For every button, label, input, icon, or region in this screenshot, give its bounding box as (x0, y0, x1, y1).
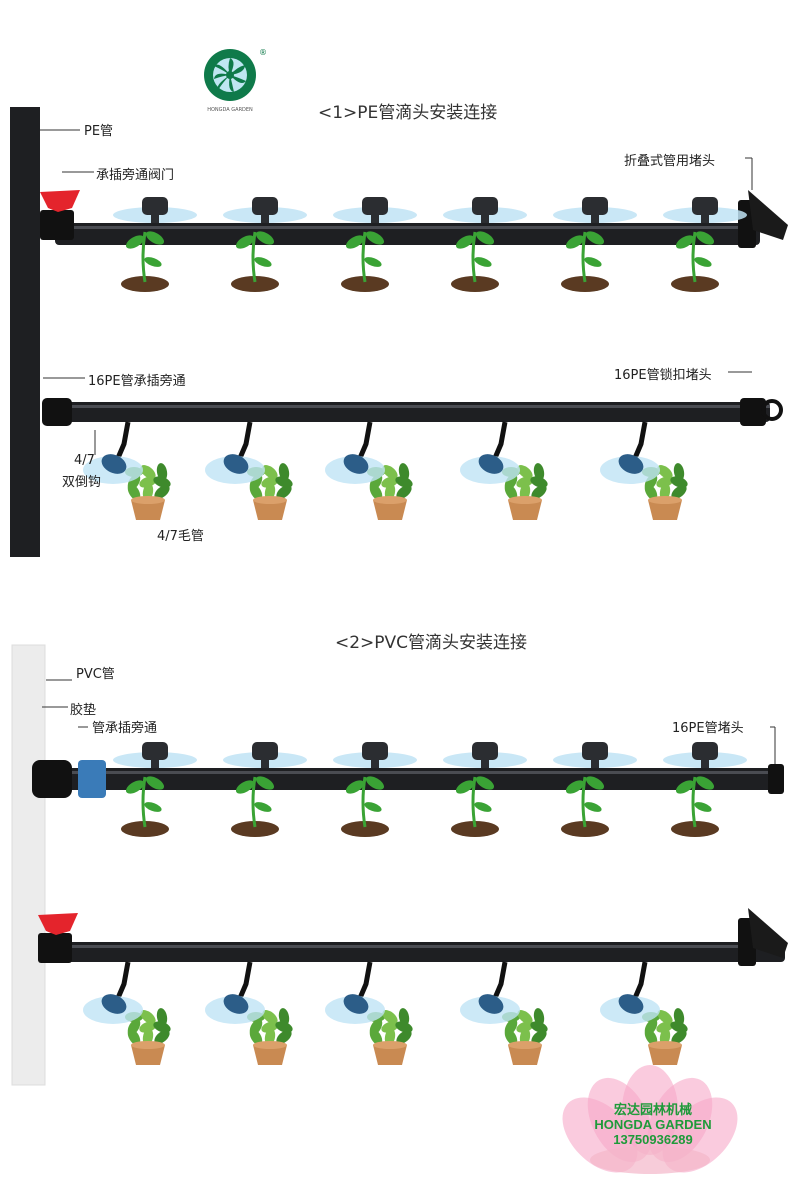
potted-plant-2-1 (125, 1008, 171, 1065)
lotus-watermark-icon (562, 1065, 738, 1174)
label-pvc-pipe: PVC管 (76, 667, 115, 682)
label-16pe-lock-plug: 16PE管锁扣堵头 (614, 368, 712, 383)
hanging-sprinkler-2-5 (600, 961, 660, 1024)
bypass-valve (40, 190, 80, 240)
label-bypass: 管承插旁通 (92, 721, 158, 736)
watermark-name-cn: 宏达园林机械 (613, 1102, 692, 1117)
watermark-name-en: HONGDA GARDEN (594, 1117, 712, 1132)
fold-end-plug (738, 190, 788, 248)
dripper-6 (663, 197, 747, 223)
label-gasket: 胶垫 (70, 703, 97, 718)
hanging-sprinkler-2 (205, 421, 265, 484)
hanging-sprinkler-1 (83, 421, 143, 484)
seedling-2-1 (121, 776, 169, 837)
dripper-2-6 (663, 742, 747, 768)
section1-title: <1>PE管滴头安装连接 (318, 103, 498, 123)
dripper-2-1 (113, 742, 197, 768)
label-bypass-valve: 承插旁通阀门 (96, 168, 175, 183)
pvc-branch-pipe-2 (40, 942, 785, 962)
seedling-2-4 (451, 776, 499, 837)
seedling-3 (341, 231, 389, 292)
label-barb-size: 4/7 (74, 453, 95, 468)
logo-text: HONGDA GARDEN (207, 107, 253, 113)
gasket-fitting (32, 760, 72, 798)
dripper-1 (113, 197, 197, 223)
svg-text:®: ® (259, 48, 267, 57)
pvc-main-pipe (11, 644, 46, 1086)
16pe-lock-end-plug (740, 398, 783, 426)
dripper-2-5 (553, 742, 637, 768)
hanging-sprinkler-5 (600, 421, 660, 484)
watermark: 宏达园林机械 HONGDA GARDEN 13750936289 (588, 1102, 718, 1147)
label-double-barb: 双倒钩 (62, 475, 102, 490)
dripper-2 (223, 197, 307, 223)
dripper-2-2 (223, 742, 307, 768)
potted-plant-2-2 (247, 1008, 293, 1065)
seedling-2 (231, 231, 279, 292)
dripper-3 (333, 197, 417, 223)
bypass-fitting-blue (78, 760, 106, 798)
seedling-4 (451, 231, 499, 292)
label-fold-end-plug: 折叠式管用堵头 (624, 154, 716, 169)
bypass-valve-2 (38, 913, 78, 963)
label-capillary: 4/7毛管 (157, 529, 204, 544)
16pe-bypass-fitting (42, 398, 72, 426)
dripper-5 (553, 197, 637, 223)
potted-plant-2-5 (642, 1008, 688, 1065)
seedling-2-6 (671, 776, 719, 837)
seedling-2-5 (561, 776, 609, 837)
pe-main-pipe (10, 107, 40, 557)
hanging-sprinkler-2-3 (325, 961, 385, 1024)
section2-title: <2>PVC管滴头安装连接 (335, 633, 528, 653)
seedling-2-2 (231, 776, 279, 837)
label-16pe-bypass: 16PE管承插旁通 (88, 374, 186, 389)
logo: HONGDA GARDEN ® (197, 45, 267, 115)
logo-emblem-icon: HONGDA GARDEN ® (204, 48, 267, 113)
16pe-end-plug (768, 764, 784, 794)
hanging-sprinkler-3 (325, 421, 385, 484)
seedling-5 (561, 231, 609, 292)
dripper-2-4 (443, 742, 527, 768)
label-pe-pipe: PE管 (84, 124, 114, 139)
watermark-phone: 13750936289 (613, 1132, 693, 1147)
hanging-sprinkler-4 (460, 421, 520, 484)
hanging-sprinkler-2-2 (205, 961, 265, 1024)
seedling-1 (121, 231, 169, 292)
hanging-sprinkler-2-1 (83, 961, 143, 1024)
dripper-4 (443, 197, 527, 223)
label-16pe-end-plug: 16PE管堵头 (672, 721, 744, 736)
fold-end-plug-2 (738, 908, 788, 966)
dripper-2-3 (333, 742, 417, 768)
hanging-sprinkler-2-4 (460, 961, 520, 1024)
pe-branch-pipe-2 (45, 402, 770, 422)
seedling-6 (671, 231, 719, 292)
seedling-2-3 (341, 776, 389, 837)
